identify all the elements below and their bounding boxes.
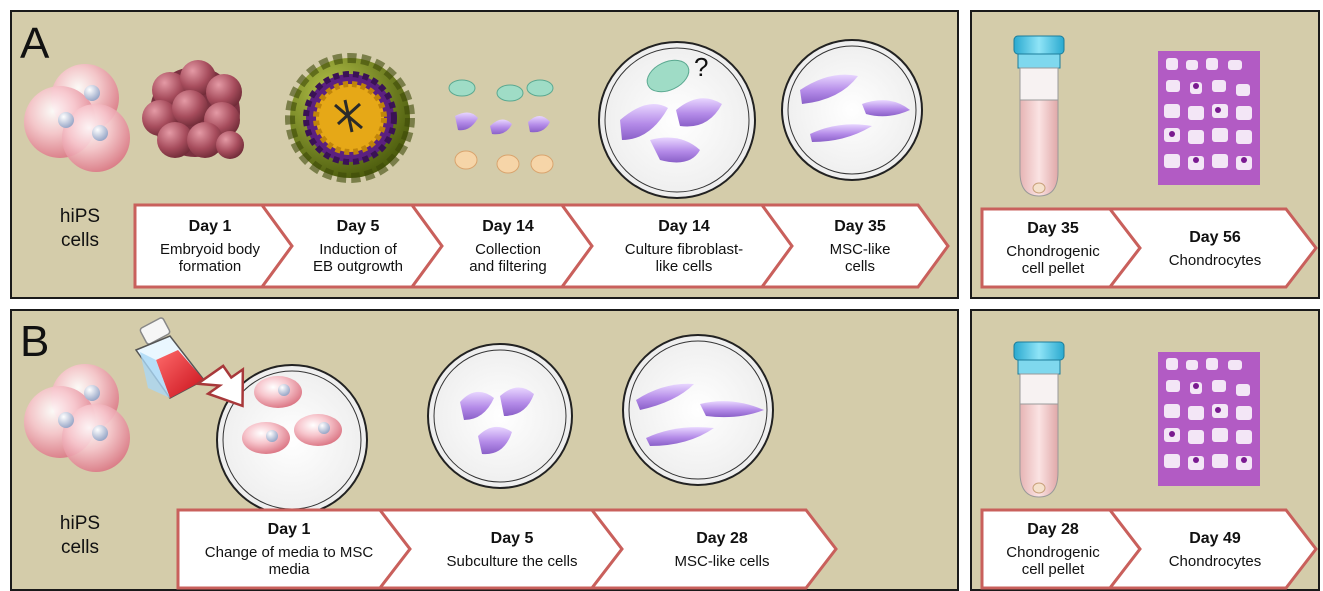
- step-desc: MSC-like: [830, 241, 891, 258]
- panel-label-a: A: [20, 22, 49, 66]
- step-a-5: Day 35 MSC-like cells: [790, 207, 930, 285]
- hips-cells-a: [24, 64, 130, 172]
- pellet-tube-a: [1014, 36, 1064, 196]
- step-day: Day 1: [268, 520, 311, 540]
- hips-label-line2: cells: [40, 536, 120, 560]
- step-desc: cell pellet: [1022, 561, 1085, 578]
- question-mark: ?: [694, 52, 708, 82]
- step-desc: Change of media to MSC: [205, 544, 373, 561]
- step-a-1: Day 1 Embryoid body formation: [140, 207, 280, 285]
- step-a-3: Day 14 Collection and filtering: [440, 207, 576, 285]
- media-flask-icon: [136, 317, 204, 398]
- step-day: Day 35: [834, 217, 886, 237]
- step-desc: and filtering: [469, 258, 547, 275]
- step-desc: Chondrocytes: [1169, 252, 1262, 269]
- step-desc: cell pellet: [1022, 260, 1085, 277]
- step-desc: Collection: [475, 241, 541, 258]
- mixed-cells-icon: [449, 80, 553, 173]
- culture-dish-msc-a: [782, 40, 922, 180]
- step-day: Day 14: [658, 217, 710, 237]
- step-desc: Induction of: [319, 241, 397, 258]
- step-day: Day 1: [189, 217, 232, 237]
- culture-dish-subculture: [428, 344, 572, 488]
- chondrocyte-tissue-b: [1158, 352, 1260, 486]
- chondro-b-1: Day 28 Chondrogenic cell pellet: [986, 512, 1120, 586]
- step-day: Day 49: [1189, 529, 1241, 549]
- hips-label-line2: cells: [40, 229, 120, 253]
- embryoid-body-icon: [142, 60, 244, 159]
- hips-label-line1: hiPS: [40, 512, 120, 536]
- step-day: Day 14: [482, 217, 534, 237]
- culture-dish-fibroblast: ?: [599, 42, 755, 198]
- step-desc: Embryoid body: [160, 241, 260, 258]
- step-day: Day 5: [491, 529, 534, 549]
- step-desc: like cells: [656, 258, 713, 275]
- step-desc: MSC-like cells: [674, 553, 769, 570]
- chondro-a-2: Day 56 Chondrocytes: [1140, 211, 1290, 285]
- media-transfer-arrow: [195, 362, 249, 406]
- panel-label-b: B: [20, 320, 49, 364]
- step-day: Day 56: [1189, 228, 1241, 248]
- eb-outgrowth-icon: [290, 58, 410, 178]
- step-desc: Subculture the cells: [447, 553, 578, 570]
- step-desc: formation: [179, 258, 242, 275]
- chondrocyte-tissue-a: [1158, 51, 1260, 185]
- step-desc: Chondrogenic: [1006, 243, 1099, 260]
- culture-dish-msc-b: [623, 335, 773, 485]
- step-desc: cells: [845, 258, 875, 275]
- step-day: Day 28: [696, 529, 748, 549]
- step-day: Day 5: [337, 217, 380, 237]
- step-b-3: Day 28 MSC-like cells: [624, 512, 820, 586]
- step-day: Day 35: [1027, 219, 1079, 239]
- step-day: Day 28: [1027, 520, 1079, 540]
- hips-cells-b: [24, 364, 130, 472]
- step-desc: media: [269, 561, 310, 578]
- hips-label-a: hiPS cells: [40, 205, 120, 253]
- step-a-2: Day 5 Induction of EB outgrowth: [290, 207, 426, 285]
- hips-label-line1: hiPS: [40, 205, 120, 229]
- pellet-tube-b: [1014, 342, 1064, 497]
- step-b-2: Day 5 Subculture the cells: [412, 512, 612, 586]
- chondro-a-1: Day 35 Chondrogenic cell pellet: [986, 211, 1120, 285]
- step-a-4: Day 14 Culture fibroblast- like cells: [594, 207, 774, 285]
- step-desc: EB outgrowth: [313, 258, 403, 275]
- step-b-1: Day 1 Change of media to MSC media: [184, 512, 394, 586]
- step-desc: Chondrocytes: [1169, 553, 1262, 570]
- step-desc: Chondrogenic: [1006, 544, 1099, 561]
- step-desc: Culture fibroblast-: [625, 241, 743, 258]
- chondro-b-2: Day 49 Chondrocytes: [1140, 512, 1290, 586]
- hips-label-b: hiPS cells: [40, 512, 120, 560]
